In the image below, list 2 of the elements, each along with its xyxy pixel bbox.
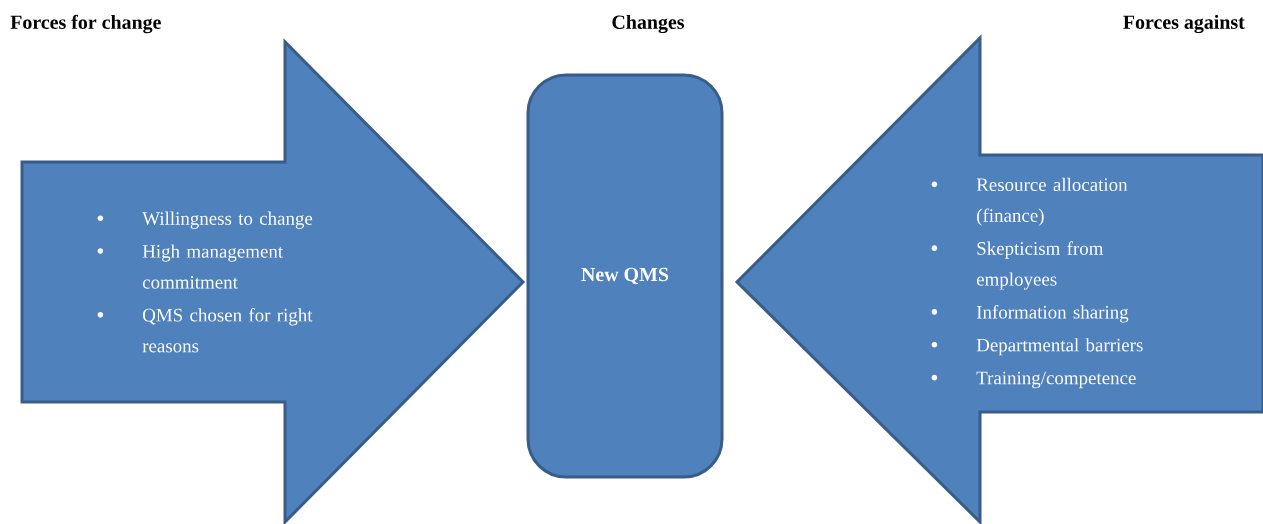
rounded-box: New QMS xyxy=(526,73,724,479)
column-heading: Changes xyxy=(612,14,685,34)
